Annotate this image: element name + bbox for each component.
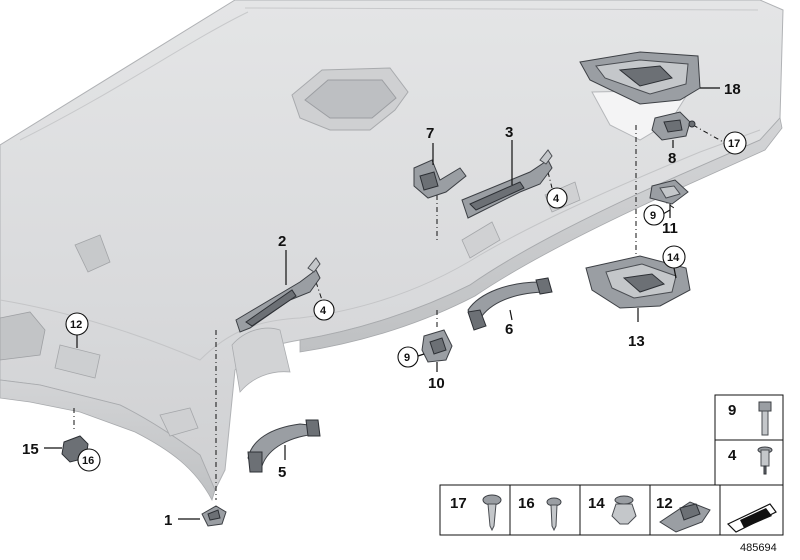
- part-bracket-3: [461, 149, 553, 219]
- part-bracket-11: [649, 179, 689, 205]
- headliner-front-edge: [299, 117, 783, 353]
- legend-part-clip-12: [659, 501, 711, 533]
- callout-7: 7: [426, 125, 434, 142]
- legend-box-17: [439, 484, 511, 536]
- callout-1: 1: [164, 512, 172, 529]
- rear-clip-area: [0, 311, 46, 361]
- callout-12: 12: [70, 319, 82, 331]
- part-bracket-2: [235, 257, 321, 333]
- side-block: [74, 234, 111, 273]
- part-reading-light: [421, 329, 453, 363]
- legend-box-9: [714, 394, 784, 441]
- legend-label-16: 16: [518, 495, 535, 512]
- recess-left: [231, 327, 291, 393]
- legend-label-12: 12: [656, 495, 673, 512]
- callout-4b: 4: [553, 193, 560, 205]
- legend-label-9: 9: [728, 402, 736, 419]
- callout-8: 8: [668, 150, 676, 167]
- dash-line-4a: [315, 281, 323, 301]
- legend-label-14: 14: [588, 495, 605, 512]
- recess-rear-left: [54, 344, 101, 379]
- dome-light-module: [304, 79, 397, 119]
- callout-5: 5: [278, 464, 286, 481]
- callouts: 1 2 3 4 4 5 6 7 8 9 9 10: [22, 81, 747, 529]
- headliner-contour-side: [19, 11, 249, 141]
- headliner-contour-top: [244, 7, 759, 11]
- callout-4a: 4: [320, 305, 327, 317]
- callout-16: 16: [82, 455, 94, 467]
- legend-label-4: 4: [728, 447, 737, 464]
- callout-9b: 9: [650, 210, 656, 222]
- callout-9a: 9: [404, 352, 410, 364]
- part-bracket-8: [651, 111, 696, 141]
- headliner: [0, 0, 784, 502]
- callout-3: 3: [505, 124, 513, 141]
- recess-lower: [159, 407, 199, 437]
- headliner-edge: [0, 379, 216, 502]
- callout-14: 14: [667, 252, 680, 264]
- legend-arrow-icon: [726, 503, 777, 533]
- part-grab-handle-6: [467, 277, 553, 331]
- reference-id: 485694: [740, 542, 777, 554]
- legend: 9 4 17 16 14 12: [439, 394, 784, 554]
- callout-2: 2: [278, 233, 286, 250]
- callout-18: 18: [724, 81, 741, 98]
- legend-box-4: [714, 439, 784, 486]
- callout-17: 17: [728, 138, 740, 150]
- part-sunroof-frame: [579, 51, 701, 105]
- callout-13: 13: [628, 333, 645, 350]
- part-clip-1: [201, 505, 227, 527]
- callout-6: 6: [505, 321, 513, 338]
- dash-line-4b: [547, 171, 553, 189]
- callout-11: 11: [662, 220, 678, 237]
- legend-part-screw-16: [546, 497, 562, 532]
- legend-label-17: 17: [450, 495, 467, 512]
- legend-part-screw-17: [482, 494, 502, 532]
- recess-right: [461, 221, 501, 259]
- part-grab-handle-5: [247, 419, 321, 473]
- part-bracket-7: [413, 159, 467, 199]
- legend-part-rivet-4: [757, 446, 773, 475]
- legend-part-clip-14: [611, 495, 637, 525]
- callout-10: 10: [428, 375, 445, 392]
- callout-15: 15: [22, 441, 39, 458]
- legend-part-bolt-9: [758, 401, 772, 436]
- part-light-frame: [585, 255, 691, 309]
